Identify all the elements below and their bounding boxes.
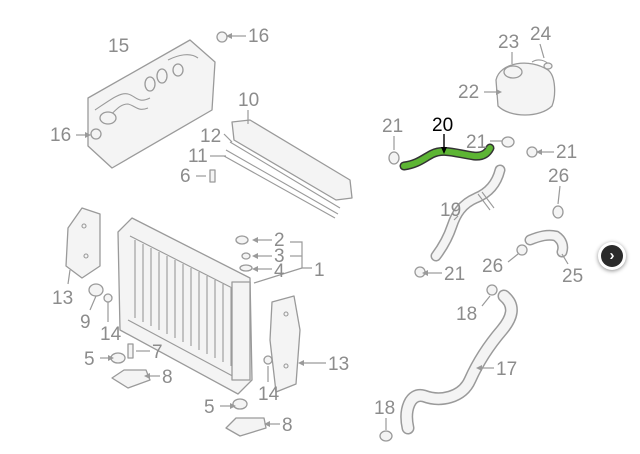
callout-26-b: 26 <box>482 256 503 277</box>
clamp-16-top <box>216 31 228 43</box>
bracket-13-right <box>269 295 301 393</box>
callout-4: 4 <box>274 261 285 282</box>
callout-16-left: 16 <box>50 125 71 146</box>
radiator <box>117 217 253 395</box>
callout-3: 3 <box>274 246 285 267</box>
callout-21-a: 21 <box>382 116 403 137</box>
callout-19: 19 <box>440 200 461 221</box>
callout-labels: 15 16 16 10 12 11 6 2 3 4 1 13 9 14 5 7 … <box>50 24 583 436</box>
callout-5-left: 5 <box>84 349 95 370</box>
callout-5-right: 5 <box>204 397 215 418</box>
callout-21-b: 21 <box>466 132 487 153</box>
callout-11: 11 <box>188 146 208 167</box>
callout-14-left: 14 <box>100 324 122 345</box>
callout-20: 20 <box>432 115 453 136</box>
small-parts-left <box>88 283 273 437</box>
callout-8-right: 8 <box>282 415 293 436</box>
callout-14-right: 14 <box>258 384 280 405</box>
hose-20-highlighted[interactable] <box>399 143 495 171</box>
callout-22: 22 <box>458 82 479 103</box>
callout-9: 9 <box>80 312 91 333</box>
hose-25 <box>516 205 569 258</box>
hose-19 <box>430 164 506 262</box>
expansion-tank <box>495 59 556 116</box>
chevron-right-icon: › <box>601 245 623 267</box>
callout-18-a: 18 <box>456 304 477 325</box>
callout-12: 12 <box>200 126 221 147</box>
clamp-16-left <box>90 128 102 140</box>
callout-16-top: 16 <box>248 26 269 47</box>
callout-6: 6 <box>180 166 191 187</box>
hose-17 <box>379 284 518 442</box>
seal-strips <box>209 119 353 219</box>
callout-1: 1 <box>314 260 325 281</box>
callout-18-b: 18 <box>374 398 395 419</box>
callout-24: 24 <box>530 24 552 45</box>
callout-21-d: 21 <box>444 264 465 285</box>
hose-kit-box <box>87 39 216 169</box>
callout-17: 17 <box>496 359 517 380</box>
bracket-13-left <box>65 207 101 279</box>
callout-26-a: 26 <box>548 166 569 187</box>
callout-8-left: 8 <box>162 367 173 388</box>
callout-10: 10 <box>238 90 259 111</box>
callout-25: 25 <box>562 266 583 287</box>
callout-7: 7 <box>152 342 163 363</box>
callout-2: 2 <box>274 230 285 251</box>
leader-lines <box>67 33 569 430</box>
callout-13-right: 13 <box>328 354 349 375</box>
callout-21-c: 21 <box>556 142 577 163</box>
callout-23: 23 <box>498 32 519 53</box>
next-image-button[interactable]: › <box>598 242 626 270</box>
callout-13-left: 13 <box>52 288 73 309</box>
callout-15: 15 <box>108 36 129 57</box>
clamps-21 <box>388 136 538 278</box>
